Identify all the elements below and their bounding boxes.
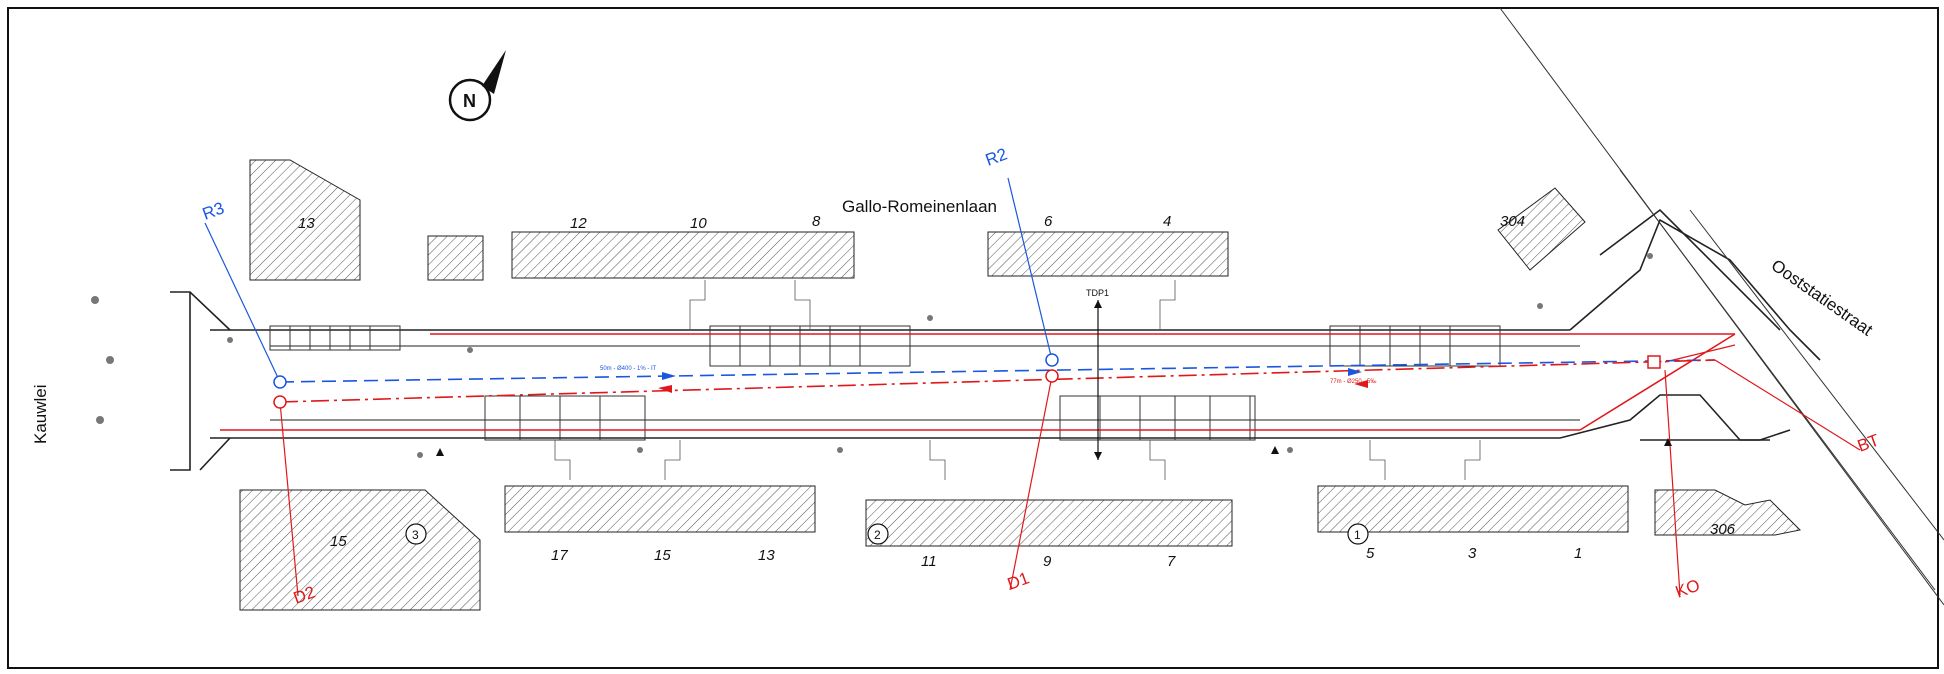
house-number: 306 <box>1710 521 1736 538</box>
north-arrow: N <box>448 50 506 122</box>
dwa-main-dashdot <box>279 359 1716 403</box>
manholes <box>273 353 1661 409</box>
buildings <box>239 159 1802 611</box>
house-number: 9 <box>1043 553 1052 570</box>
north-arrow-pointer <box>482 50 506 94</box>
driveways <box>554 280 1481 480</box>
house-number: 304 <box>1500 213 1525 230</box>
building-304 <box>1497 187 1586 271</box>
house-number: 11 <box>921 553 937 570</box>
street-ooststatiestraat: Ooststatiestraat <box>1768 256 1877 340</box>
tdp1-marker: TDP1 <box>1086 288 1109 460</box>
inspection-chamber-ko <box>1647 355 1661 369</box>
building-11-7 <box>865 499 1233 547</box>
manhole-r3 <box>273 375 287 389</box>
house-number: 17 <box>551 547 568 564</box>
house-number: 7 <box>1167 553 1176 570</box>
node-label-ko: KO <box>1673 576 1703 602</box>
house-number: 10 <box>690 215 707 232</box>
tdp-label: TDP1 <box>1086 288 1109 298</box>
north-letter: N <box>463 91 476 111</box>
house-number: 1 <box>1574 545 1582 562</box>
parking-bays-bottom <box>484 395 1256 441</box>
building-13 <box>249 159 361 281</box>
building-15 <box>239 489 481 611</box>
building-306 <box>1654 489 1802 536</box>
street-furniture <box>91 253 1672 458</box>
manhole-d1 <box>1045 369 1059 383</box>
house-number: 6 <box>1044 213 1053 230</box>
house-numbers-top: 13 12 10 8 6 4 304 <box>298 213 1525 232</box>
house-number: 3 <box>1468 545 1477 562</box>
circled-marker: 3 <box>412 528 419 542</box>
manhole-d2 <box>273 395 287 409</box>
building-12-8 <box>511 231 855 279</box>
house-numbers-bottom: 15 17 15 13 11 9 7 5 3 1 306 <box>330 521 1736 570</box>
house-number: 4 <box>1163 213 1171 230</box>
pipe-label-rwa: 50m - Ø400 - 1% - IT <box>600 366 657 372</box>
circled-marker: 1 <box>1354 528 1361 542</box>
house-number: 8 <box>812 213 821 230</box>
node-label-d1: D1 <box>1005 568 1032 593</box>
sheet-border <box>7 7 1939 669</box>
circled-marker: 2 <box>874 528 881 542</box>
street-gallo-romeinenlaan: Gallo-Romeinenlaan <box>842 197 997 216</box>
house-number: 15 <box>330 533 347 550</box>
north-arrow-circle <box>448 78 492 122</box>
house-number: 13 <box>298 215 315 232</box>
node-label-bt: BT <box>1855 430 1882 455</box>
sewer-lines: 50m - Ø400 - 1% - IT 77m - Ø250 - 5‰ <box>204 177 1861 597</box>
node-label-r3: R3 <box>200 198 227 223</box>
road-outlines <box>170 7 1944 606</box>
building-6-4 <box>987 231 1229 277</box>
house-number: 12 <box>570 215 587 232</box>
rwa-main-dashed <box>279 359 1716 383</box>
circled-markers: 3 2 1 <box>405 523 1369 545</box>
building-17-13 <box>504 485 816 533</box>
building-top-a <box>427 235 484 281</box>
house-number: 5 <box>1366 545 1375 562</box>
node-label-r2: R2 <box>983 144 1010 169</box>
house-number: 13 <box>758 547 775 564</box>
pipe-label-dwa: 77m - Ø250 - 5‰ <box>1330 379 1376 385</box>
house-number: 15 <box>654 547 671 564</box>
building-5-1 <box>1317 485 1629 533</box>
street-kauwlei: Kauwlei <box>31 384 50 444</box>
manhole-r2 <box>1045 353 1059 367</box>
